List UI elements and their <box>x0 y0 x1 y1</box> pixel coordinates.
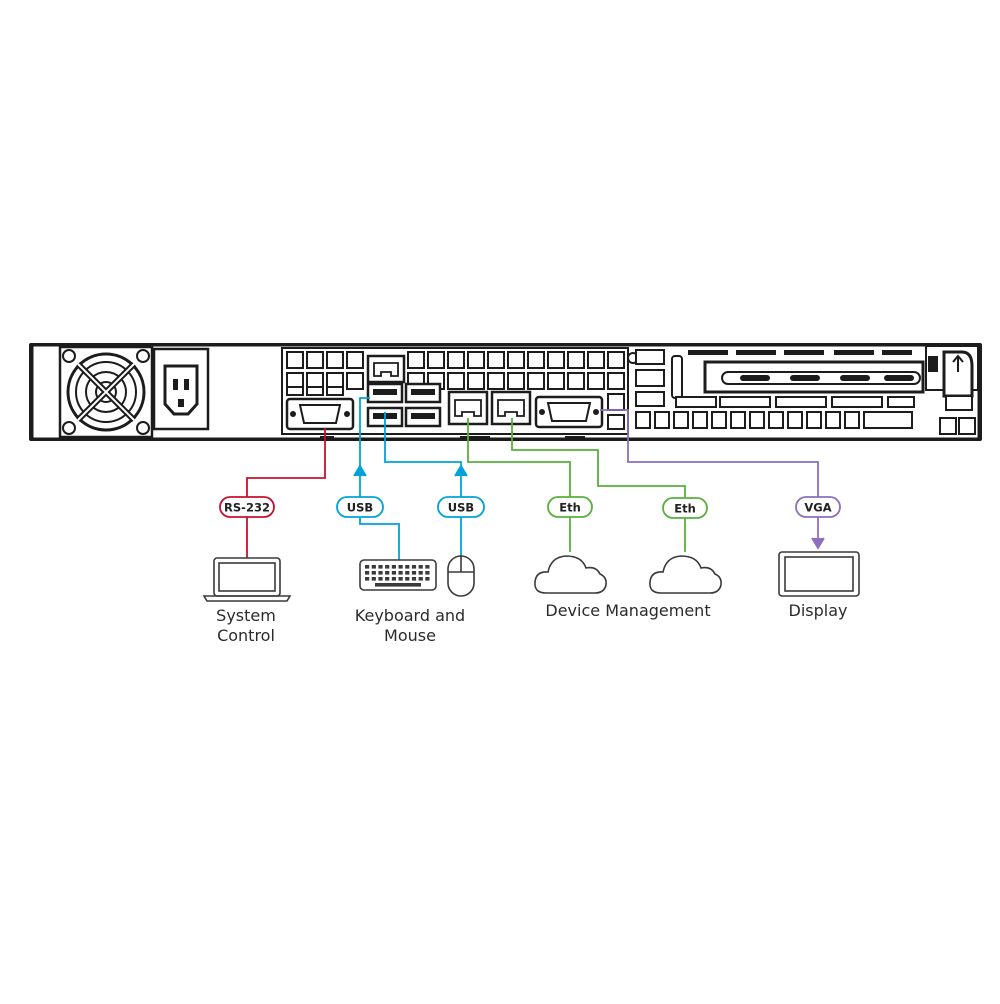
rj45-port-icon <box>366 354 406 384</box>
power-inlet-icon <box>152 347 210 431</box>
fan-icon <box>58 345 154 439</box>
eth-2-badge-label: Eth <box>674 502 696 516</box>
cloud-icon <box>649 555 722 594</box>
eth-1-badge-label: Eth <box>559 501 581 515</box>
usb-mouse-badge-label: USB <box>448 501 474 515</box>
system-control-caption-line2: Control <box>217 626 275 645</box>
display-icon <box>778 551 860 597</box>
rs232-connection <box>246 428 326 558</box>
eth-2-badge: Eth <box>662 497 708 519</box>
usb-keyboard-connection <box>353 397 400 560</box>
keyboard-mouse-caption: Keyboard and Mouse <box>330 606 490 646</box>
rs232-badge-label: RS-232 <box>224 501 270 515</box>
usb-keyboard-badge-label: USB <box>347 501 373 515</box>
display-caption: Display <box>788 601 848 620</box>
device-management-caption: Device Management <box>545 601 711 620</box>
vga-badge: VGA <box>795 496 841 518</box>
mouse-icon <box>447 555 475 597</box>
system-control-caption: System Control <box>186 606 306 646</box>
usb-keyboard-badge: USB <box>336 496 384 518</box>
keyboard-icon <box>359 559 437 591</box>
usb-mouse-badge: USB <box>437 496 485 518</box>
cloud-icon <box>534 555 607 594</box>
eth-1-badge: Eth <box>547 496 593 518</box>
system-control-caption-line1: System <box>216 606 276 625</box>
keyboard-mouse-caption-line1: Keyboard and <box>354 606 466 625</box>
laptop-icon <box>202 557 292 602</box>
latch-handle-icon <box>925 345 979 435</box>
lan-port-2-icon <box>490 390 532 426</box>
vga-connection <box>600 409 825 550</box>
lan-port-1-icon <box>447 390 489 426</box>
device-rear-panel <box>29 343 982 441</box>
vga-badge-label: VGA <box>804 501 831 515</box>
rs232-badge: RS-232 <box>219 496 275 518</box>
expansion-slot <box>635 349 925 429</box>
eth-2-connection <box>511 418 686 552</box>
serial-port-icon <box>285 397 355 431</box>
keyboard-mouse-caption-line2: Mouse <box>384 626 436 645</box>
vga-port-icon <box>534 395 604 429</box>
